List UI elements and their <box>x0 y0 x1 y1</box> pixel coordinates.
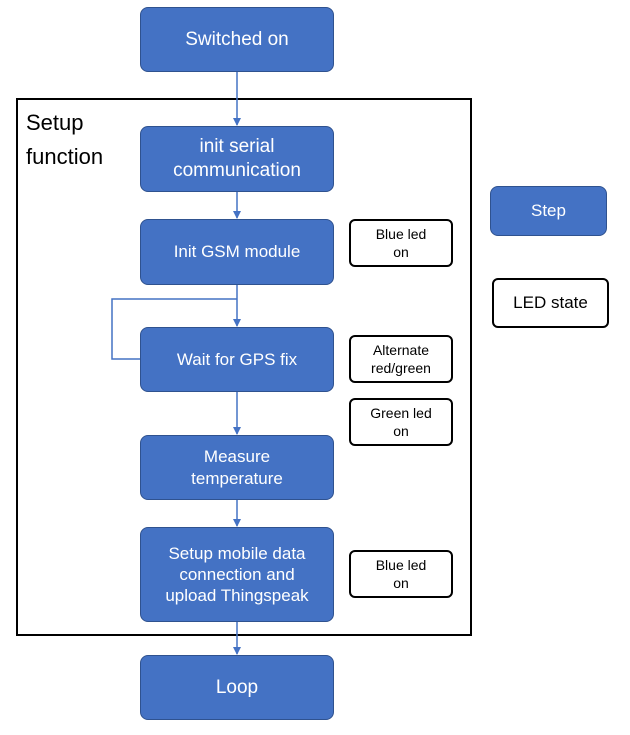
arrow-gps-retry-loop <box>111 298 237 360</box>
led-state-gsm: Blue led on <box>349 219 453 267</box>
setup-function-frame <box>16 98 472 636</box>
step-switched-on: Switched on <box>140 7 334 72</box>
led-state-gps-wait: Alternate red/green <box>349 335 453 383</box>
step-loop: Loop <box>140 655 334 720</box>
led-state-gps-fixed: Green led on <box>349 398 453 446</box>
step-init-gsm: Init GSM module <box>140 219 334 285</box>
step-measure-temperature: Measure temperature <box>140 435 334 500</box>
legend-step: Step <box>490 186 607 236</box>
step-setup-mobile-data: Setup mobile data connection and upload … <box>140 527 334 622</box>
legend-led-state: LED state <box>492 278 609 328</box>
step-init-serial: init serial communication <box>140 126 334 192</box>
step-wait-gps: Wait for GPS fix <box>140 327 334 392</box>
setup-function-label: Setup function <box>26 110 104 169</box>
led-state-upload: Blue led on <box>349 550 453 598</box>
